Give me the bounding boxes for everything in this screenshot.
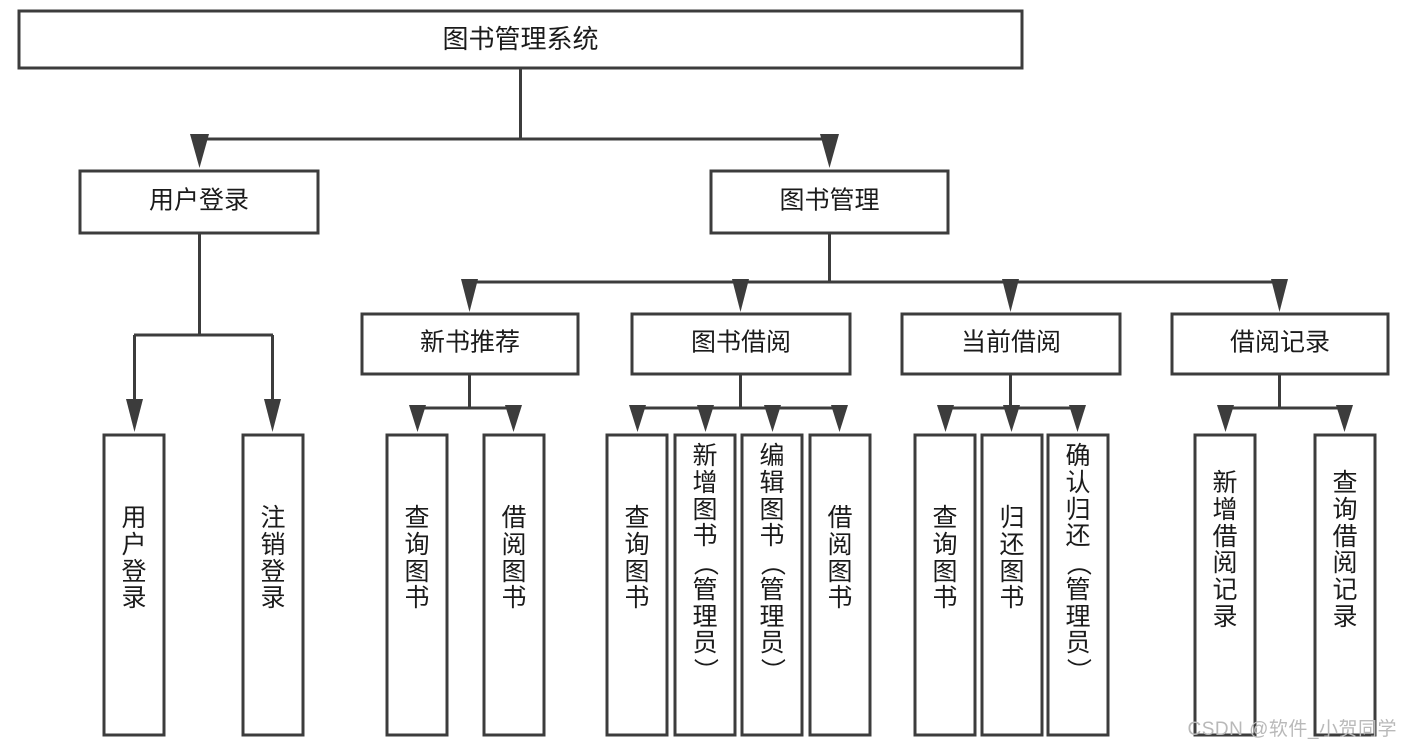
arrow-head-icon — [820, 134, 839, 168]
arrow-head-icon — [190, 134, 209, 168]
node-user-login[interactable]: 用户登录 — [78, 169, 320, 235]
leaf-box-logout[interactable] — [241, 433, 305, 737]
arrow-head-icon — [126, 399, 143, 432]
node-label-user-login: 用户登录 — [149, 187, 249, 215]
arrow-head-icon — [831, 405, 848, 432]
connector-group-user-login-to-leaves — [126, 233, 281, 432]
node-label-root: 图书管理系统 — [442, 24, 598, 54]
arrow-head-icon — [461, 279, 478, 312]
arrow-head-icon — [1003, 405, 1020, 432]
connector-group-borrow-record-to-leaves — [1217, 374, 1353, 432]
leaf-box-borrow-books-bb[interactable] — [808, 433, 872, 737]
node-book-management[interactable]: 图书管理 — [709, 169, 950, 235]
node-root[interactable]: 图书管理系统 — [17, 9, 1024, 70]
node-label-book-management: 图书管理 — [779, 187, 879, 215]
arrow-head-icon — [1217, 405, 1234, 432]
node-new-book-recommend[interactable]: 新书推荐 — [360, 312, 580, 376]
node-box-book-borrow[interactable] — [630, 312, 852, 376]
node-label-book-borrow: 图书借阅 — [691, 329, 791, 357]
node-box-book-management[interactable] — [709, 169, 950, 235]
csdn-watermark: CSDN @软件_小贺同学 — [1187, 719, 1397, 740]
node-label-current-borrow: 当前借阅 — [961, 329, 1061, 357]
arrow-head-icon — [732, 279, 749, 312]
node-box-borrow-record[interactable] — [1170, 312, 1390, 376]
arrow-head-icon — [1336, 405, 1353, 432]
node-label-borrow-record: 借阅记录 — [1230, 329, 1330, 357]
leaf-box-query-books-bb[interactable] — [605, 433, 669, 737]
node-box-user-login[interactable] — [78, 169, 320, 235]
connector-group-root-to-level2 — [190, 68, 839, 168]
arrow-head-icon — [264, 399, 281, 432]
arrow-head-icon — [629, 405, 646, 432]
leaf-box-confirm-return-admin[interactable] — [1046, 433, 1110, 737]
arrow-head-icon — [764, 405, 781, 432]
connector-group-book-mgmt-to-level3 — [461, 233, 1288, 312]
node-box-new-book-recommend[interactable] — [360, 312, 580, 376]
arrow-head-icon — [1069, 405, 1086, 432]
node-current-borrow[interactable]: 当前借阅 — [900, 312, 1122, 376]
node-book-borrow[interactable]: 图书借阅 — [630, 312, 852, 376]
leaf-box-add-book-admin[interactable] — [673, 433, 737, 737]
leaf-box-add-borrow-record[interactable] — [1193, 433, 1257, 737]
leaf-box-return-books[interactable] — [980, 433, 1044, 737]
connector-group-current-borrow-to-leaves — [937, 374, 1086, 432]
leaf-box-query-borrow-record[interactable] — [1313, 433, 1377, 737]
leaf-box-query-books-nbr[interactable] — [385, 433, 449, 737]
arrow-head-icon — [937, 405, 954, 432]
leaf-box-user-login[interactable] — [102, 433, 166, 737]
leaf-box-borrow-books-nbr[interactable] — [482, 433, 546, 737]
node-box-root[interactable] — [17, 9, 1024, 70]
connector-group-new-book-rec-to-leaves — [409, 374, 522, 432]
leaf-box-edit-book-admin[interactable] — [740, 433, 804, 737]
arrow-head-icon — [505, 405, 522, 432]
leaf-box-group — [102, 433, 1377, 737]
arrow-head-icon — [1271, 279, 1288, 312]
node-label-new-book-recommend: 新书推荐 — [420, 329, 520, 357]
arrow-head-icon — [697, 405, 714, 432]
arrow-head-icon — [1002, 279, 1019, 312]
arrow-head-icon — [409, 405, 426, 432]
connector-group-book-borrow-to-leaves — [629, 374, 848, 432]
node-borrow-record[interactable]: 借阅记录 — [1170, 312, 1390, 376]
leaf-box-query-books-cb[interactable] — [913, 433, 977, 737]
node-box-current-borrow[interactable] — [900, 312, 1122, 376]
